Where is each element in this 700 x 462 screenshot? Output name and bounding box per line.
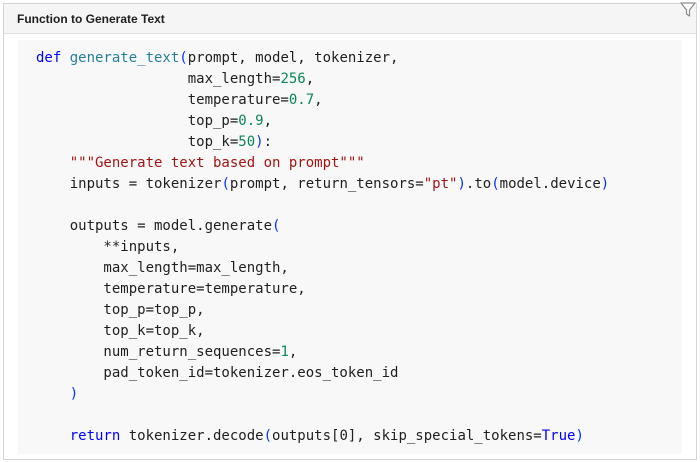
code-line: num_return_sequences=1, bbox=[36, 342, 609, 363]
code-line: temperature=temperature, bbox=[36, 279, 609, 300]
code-token: prompt, model, tokenizer, bbox=[187, 50, 399, 66]
code-token: prompt, return_tensors= bbox=[229, 176, 424, 192]
code-token: True bbox=[541, 428, 576, 444]
code-token: pad_token_id=tokenizer.eos_token_id bbox=[36, 365, 399, 381]
code-token: , bbox=[314, 92, 323, 108]
code-token: , bbox=[288, 344, 298, 360]
code-token: def bbox=[36, 50, 70, 66]
code-token: "pt" bbox=[423, 176, 458, 192]
code-token: top_k=top_k, bbox=[36, 323, 205, 339]
code-line: **inputs, bbox=[36, 237, 609, 258]
code-token: ) bbox=[457, 176, 466, 192]
code-token: temperature=temperature, bbox=[36, 281, 306, 297]
panel-title: Function to Generate Text bbox=[17, 12, 165, 26]
code-token: 1 bbox=[280, 344, 289, 360]
code-line: ) bbox=[36, 384, 609, 405]
code-line: """Generate text based on prompt""" bbox=[36, 153, 609, 174]
code-token: , bbox=[263, 113, 273, 129]
code-token: ) bbox=[575, 428, 584, 444]
code-token: max_length=max_length, bbox=[36, 260, 289, 276]
code-line bbox=[36, 195, 609, 216]
code-token: 0.9 bbox=[238, 113, 264, 129]
code-line: return tokenizer.decode(outputs[0], skip… bbox=[36, 426, 609, 447]
panel-header: Function to Generate Text bbox=[4, 4, 696, 34]
code-token: inputs = tokenizer bbox=[36, 176, 222, 192]
code-token: **inputs, bbox=[36, 239, 180, 255]
code-token: tokenizer.decode bbox=[128, 428, 264, 444]
code-token: ( bbox=[179, 50, 188, 66]
code-token: ( bbox=[272, 218, 281, 234]
code-line: max_length=256, bbox=[36, 69, 609, 90]
code-line: top_k=top_k, bbox=[36, 321, 609, 342]
code-token: ) bbox=[36, 386, 79, 402]
code-line: pad_token_id=tokenizer.eos_token_id bbox=[36, 363, 609, 384]
code-block: def generate_text(prompt, model, tokeniz… bbox=[18, 40, 682, 454]
code-token: ) bbox=[255, 134, 264, 150]
code-token: outputs[0], skip_special_tokens= bbox=[272, 428, 542, 444]
code-line: outputs = model.generate( bbox=[36, 216, 609, 237]
code-token: 50 bbox=[238, 134, 256, 150]
code-line: max_length=max_length, bbox=[36, 258, 609, 279]
code-line: top_p=top_p, bbox=[36, 300, 609, 321]
code-line: temperature=0.7, bbox=[36, 90, 609, 111]
code-token: top_k= bbox=[36, 134, 239, 150]
code-token: max_length= bbox=[36, 71, 281, 87]
code-token: num_return_sequences= bbox=[36, 344, 281, 360]
code-token: , bbox=[305, 71, 315, 87]
code-token: return bbox=[36, 428, 129, 444]
code-line: top_k=50): bbox=[36, 132, 609, 153]
code-line: def generate_text(prompt, model, tokeniz… bbox=[36, 48, 609, 69]
code-token: temperature= bbox=[36, 92, 289, 108]
code-token: : bbox=[263, 134, 273, 150]
code-token: ( bbox=[221, 176, 230, 192]
code-token: outputs = model.generate bbox=[36, 218, 273, 234]
code-line bbox=[36, 405, 609, 426]
code-line: inputs = tokenizer(prompt, return_tensor… bbox=[36, 174, 610, 195]
code-token: model.device bbox=[499, 176, 601, 192]
code-token: .to bbox=[465, 176, 492, 192]
code-token: 256 bbox=[280, 71, 306, 87]
code-text: def generate_text(prompt, model, tokeniz… bbox=[36, 48, 609, 447]
code-token: """Generate text based on prompt""" bbox=[36, 155, 365, 171]
code-token: ( bbox=[263, 428, 273, 444]
code-line: top_p=0.9, bbox=[36, 111, 609, 132]
filter-icon[interactable] bbox=[680, 2, 696, 18]
code-token: ( bbox=[491, 176, 500, 192]
code-token: top_p= bbox=[36, 113, 239, 129]
code-panel: Function to Generate Text def generate_t… bbox=[3, 2, 697, 460]
code-token: ) bbox=[600, 176, 610, 192]
code-token: 0.7 bbox=[288, 92, 315, 108]
code-token: generate_text bbox=[69, 50, 180, 66]
code-token: top_p=top_p, bbox=[36, 302, 205, 318]
